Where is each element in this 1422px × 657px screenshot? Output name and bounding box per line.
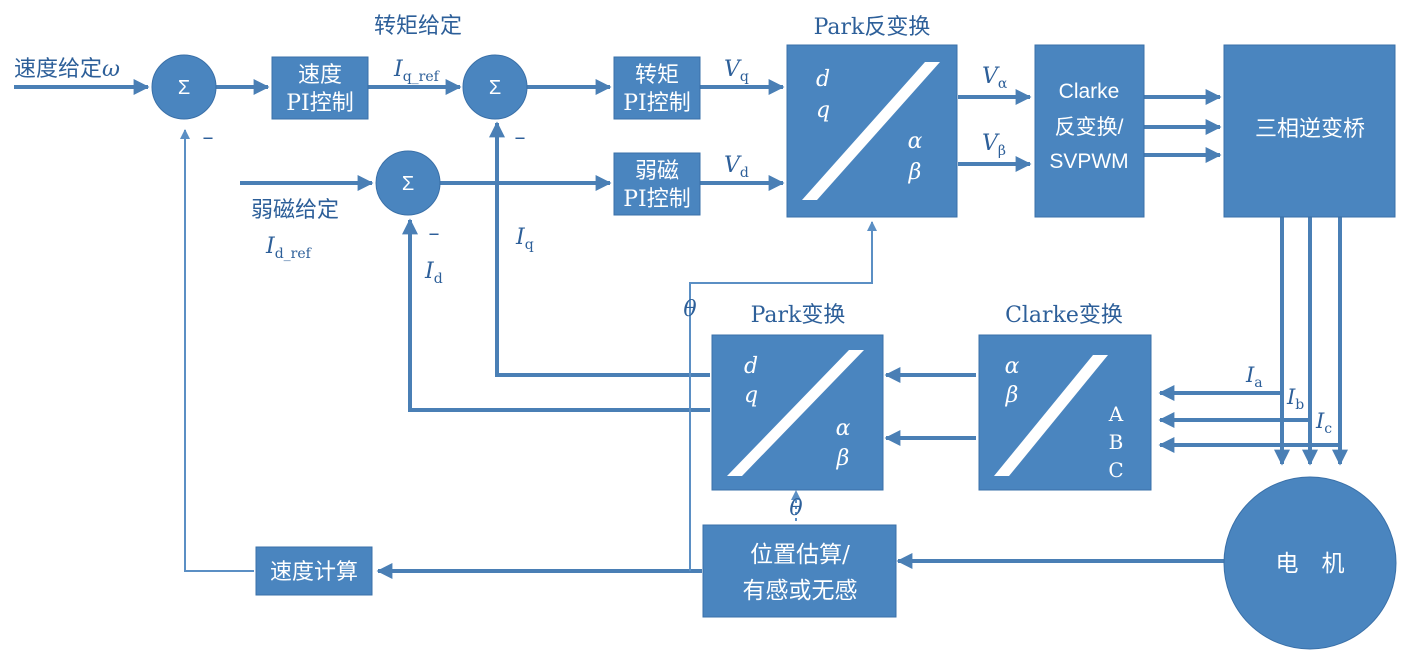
torque-pi-label-2: PI控制: [623, 91, 691, 116]
clarke-alpha-label: α: [1005, 354, 1020, 379]
torque-ref-label: 转矩给定: [374, 14, 462, 39]
clarke-c-label: C: [1108, 458, 1123, 482]
ia-label: Ia: [1245, 363, 1263, 391]
id-feedback-label: Id: [424, 259, 443, 287]
iclarke-label-1: Clarke: [1059, 80, 1120, 103]
ipark-beta-label: β: [908, 160, 922, 185]
sigma-label: Σ: [489, 77, 501, 99]
iq-feedback-label: Iq: [515, 225, 534, 253]
clarke-a-label: A: [1108, 402, 1124, 426]
fw-pi-label-2: PI控制: [623, 187, 691, 212]
park-alpha-label: α: [836, 416, 851, 441]
theta-estimate-label: θ: [789, 496, 802, 521]
flux-sum-node: [375, 150, 441, 216]
flux-weakening-pi-block: 弱磁 PI控制: [613, 152, 701, 216]
clarke-b-label: B: [1109, 430, 1124, 454]
minus-sign: –: [515, 125, 526, 150]
speed-calc-block: 速度计算: [255, 546, 373, 596]
fw-ref-label: 弱磁给定: [251, 198, 339, 223]
fw-pi-label-1: 弱磁: [635, 159, 679, 184]
speed-ref-label: 速度给定ω: [14, 57, 120, 82]
iclarke-label-2: 反变换/: [1055, 116, 1124, 139]
summing-junctions: Σ Σ Σ: [151, 54, 528, 216]
speed-pi-block: 速度 PI控制: [271, 56, 369, 120]
sigma-label: Σ: [178, 77, 190, 99]
park-d-label: d: [744, 354, 758, 379]
transform-diagonal-icon: [727, 350, 864, 476]
vd-label: Vd: [724, 153, 749, 181]
minus-sign: –: [429, 221, 440, 246]
torque-pi-block: 转矩 PI控制: [613, 56, 701, 120]
transform-diagonal-icon: [994, 355, 1108, 476]
sigma-label: Σ: [402, 173, 414, 195]
speed-pi-label-2: PI控制: [286, 91, 354, 116]
park-block: Park变换 d q α β: [711, 303, 884, 491]
ib-label: Ib: [1286, 385, 1304, 413]
iclarke-label-3: SVPWM: [1049, 150, 1128, 173]
ipark-alpha-label: α: [908, 129, 923, 154]
ipark-q-label: q: [816, 98, 830, 123]
valpha-label: Vα: [982, 64, 1008, 92]
vbeta-label: Vβ: [982, 131, 1006, 159]
theta-label: θ: [683, 297, 696, 322]
inverse-park-block: Park反变换 d q α β: [786, 15, 958, 218]
inverse-park-title: Park反变换: [814, 15, 931, 40]
speed-calc-label: 速度计算: [270, 560, 358, 585]
inverter-label: 三相逆变桥: [1255, 117, 1365, 142]
position-label-2: 有感或无感: [743, 578, 858, 604]
minus-sign: –: [203, 125, 214, 150]
position-estimation-block: 位置估算/ 有感或无感: [702, 524, 897, 618]
speed-sum-node: [151, 54, 217, 120]
torque-pi-label-1: 转矩: [635, 63, 679, 88]
park-title: Park变换: [751, 303, 846, 328]
clarke-title: Clarke变换: [1005, 303, 1123, 328]
signal-labels: 速度给定ω 转矩给定 Iq_ref 弱磁给定 Id_ref Iq Id Vq V…: [14, 14, 1332, 521]
park-beta-label: β: [836, 446, 850, 471]
motor-label: 电 机: [1276, 551, 1345, 577]
position-label-1: 位置估算/: [750, 542, 850, 568]
park-q-label: q: [744, 383, 758, 408]
thin-wires: [180, 129, 877, 572]
ic-label: Ic: [1315, 409, 1332, 437]
transform-diagonal-icon: [802, 62, 940, 200]
clarke-block: Clarke变换 α β A B C: [978, 303, 1152, 491]
torque-sum-node: [462, 54, 528, 120]
inverse-clarke-svpwm-block: Clarke 反变换/ SVPWM: [1034, 44, 1145, 218]
signal-wires: [14, 79, 1348, 579]
vq-label: Vq: [724, 57, 749, 85]
speed-pi-label-1: 速度: [298, 63, 342, 88]
clarke-beta-label: β: [1005, 383, 1019, 408]
motor: 电 机: [1223, 476, 1397, 650]
inverter-block: 三相逆变桥: [1223, 44, 1396, 218]
iq-ref-label: Iq_ref: [393, 57, 441, 85]
id-ref-label: Id_ref: [265, 234, 313, 262]
ipark-d-label: d: [816, 67, 830, 92]
